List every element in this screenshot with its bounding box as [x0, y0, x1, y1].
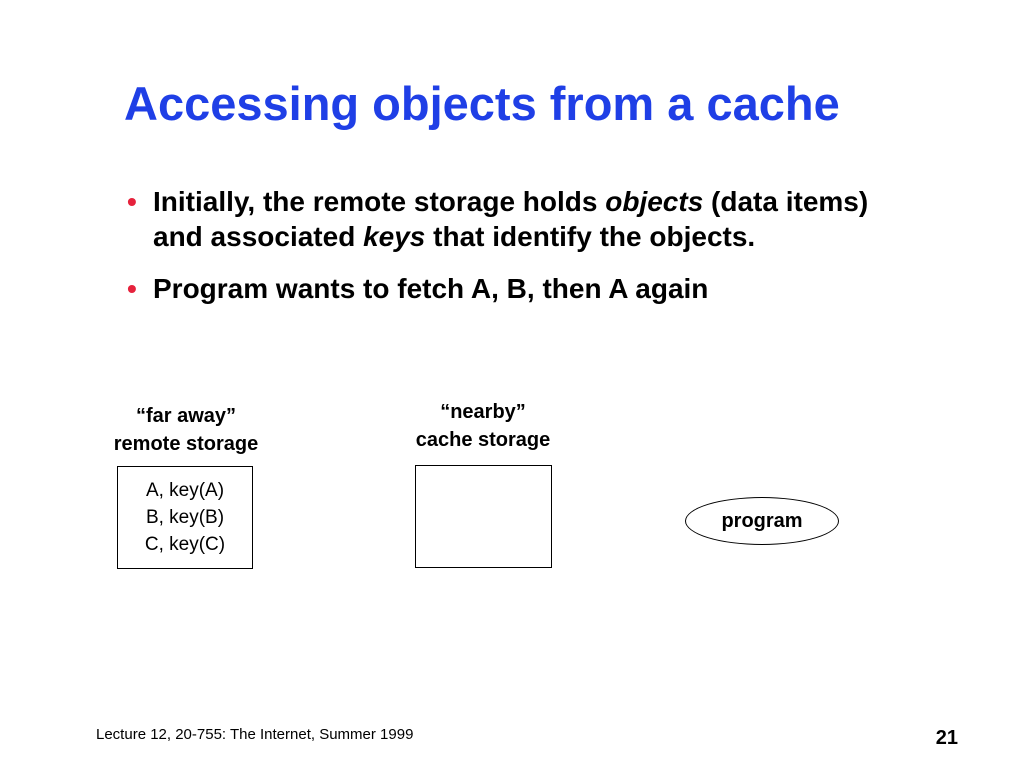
footer-text: Lecture 12, 20-755: The Internet, Summer…	[96, 726, 414, 743]
cache-caption-line1: “nearby”	[440, 401, 526, 423]
bullet-text-part: (data items) and associated	[153, 186, 869, 252]
remote-caption-line2: remote storage	[113, 433, 259, 455]
cache-storage-box	[415, 465, 552, 568]
emphasis-keys: keys	[363, 221, 426, 252]
remote-caption-line1: “far away”	[135, 405, 237, 427]
page-number: 21	[935, 727, 958, 749]
bullet-text: Initially, the remote storage holds obje…	[153, 186, 868, 252]
bullet-text: Program wants to fetch A, B, then A agai…	[153, 273, 709, 304]
remote-storage-entry: C, key(C)	[144, 534, 226, 555]
bullet-dot-icon: •	[127, 186, 137, 217]
bullet-dot-icon: •	[127, 273, 137, 304]
emphasis-objects: objects	[605, 186, 704, 217]
bullet-text-part: Initially, the remote storage holds	[153, 186, 606, 217]
cache-caption-line2: cache storage	[415, 429, 551, 451]
cache-storage-caption: “nearby” cache storage	[393, 398, 573, 454]
bullet-list: • Initially, the remote storage holds ob…	[124, 184, 904, 323]
remote-storage-entry: B, key(B)	[145, 507, 225, 528]
program-ellipse: program	[685, 497, 839, 545]
bullet-item: • Initially, the remote storage holds ob…	[124, 184, 904, 254]
remote-storage-caption: “far away” remote storage	[96, 402, 276, 458]
remote-storage-box: A, key(A) B, key(B) C, key(C)	[117, 466, 253, 569]
program-label: program	[721, 509, 803, 532]
remote-storage-entry: A, key(A)	[145, 480, 225, 501]
bullet-text-part: that identify the objects.	[425, 221, 756, 252]
bullet-item: • Program wants to fetch A, B, then A ag…	[124, 271, 904, 306]
slide-title: Accessing objects from a cache	[124, 77, 840, 130]
